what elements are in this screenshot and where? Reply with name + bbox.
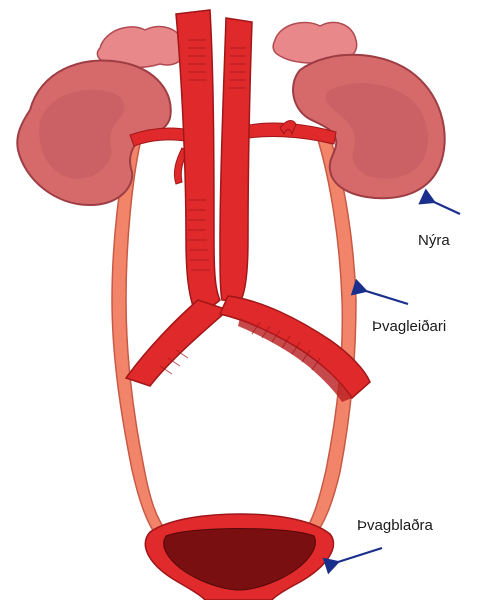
kidney-label: Nýra xyxy=(418,232,450,249)
bladder-pointer-arrow xyxy=(338,548,382,562)
left-iliac-artery xyxy=(126,300,228,386)
bladder-label: Þvagblaðra xyxy=(357,517,433,534)
ureter-pointer-arrow xyxy=(366,291,408,304)
kidney-pointer-arrow xyxy=(434,202,460,214)
vena-cava xyxy=(220,18,252,302)
ureter-label: Þvagleiðari xyxy=(372,318,446,335)
